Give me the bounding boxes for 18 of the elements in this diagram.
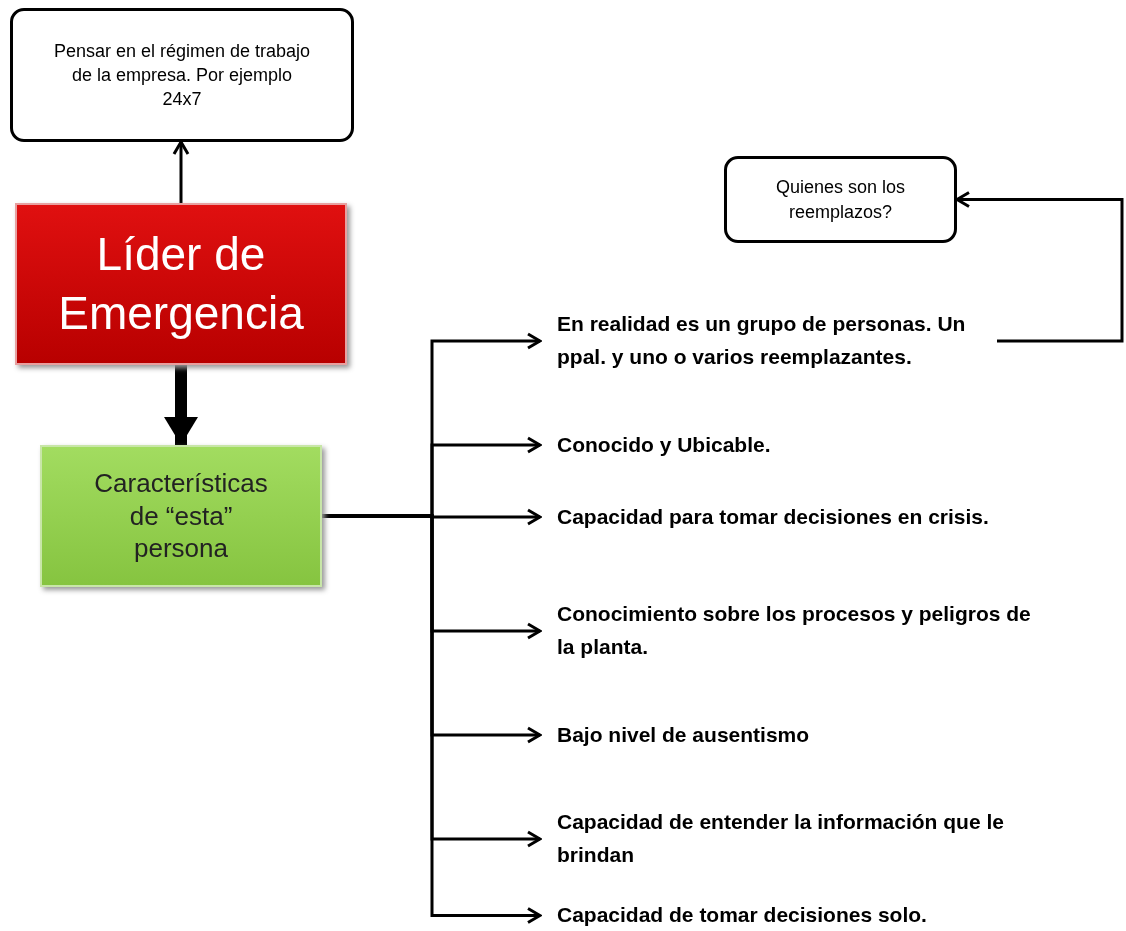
arrow [172,140,190,203]
box-text: Pensar en el régimen de trabajo de la empresa. Por ejemplo 24x7 [53,39,311,112]
box-text: Líder de Emergencia [57,227,305,341]
box-text: Características de “esta” persona [93,467,269,565]
item-text: Conocido y Ubicable. [557,428,1117,462]
note-box [724,156,957,243]
process-box [40,445,322,587]
box-text: Quienes son los reemplazos? [774,176,907,224]
title-box [15,203,347,365]
item-text: Capacidad de entender la información que le brindan [557,803,1057,875]
item-text: Conocimiento sobre los procesos y peligros de la planta. [557,595,1037,667]
item-text: Bajo nivel de ausentismo [557,718,1117,752]
item-text: En realidad es un grupo de personas. Un ppal. y uno o varios reemplazantes. [557,305,997,377]
arrow [164,365,198,445]
item-text: Capacidad para tomar decisiones en crisis. [557,500,1117,534]
arrow [955,191,1124,343]
item-text: Capacidad de tomar decisiones solo. [557,900,1117,931]
note-box [10,8,354,142]
